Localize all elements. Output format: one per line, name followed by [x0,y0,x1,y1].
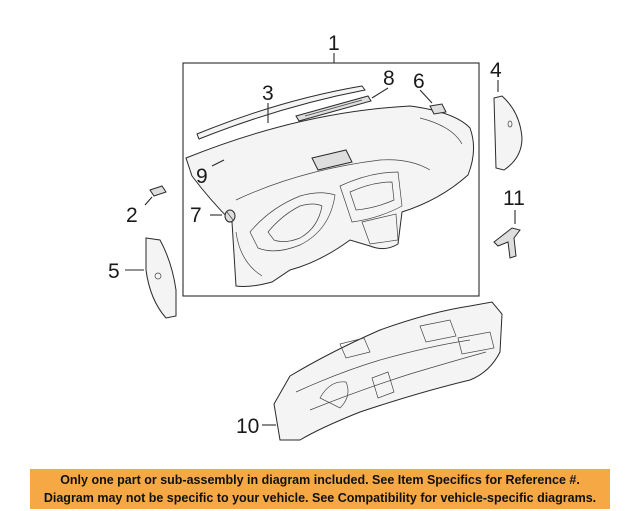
callout-7: 7 [190,204,202,227]
part-6-clip [429,103,447,115]
part-3-trim-strip [196,85,366,140]
notice-line-2: Diagram may not be specific to your vehi… [43,491,597,505]
callout-11: 11 [503,187,525,210]
part-4-end-cap [493,95,523,171]
leader-lines [125,80,516,426]
callout-8: 8 [383,67,395,90]
part-11-bracket [493,227,521,259]
parts-diagram: 1 2 3 4 5 6 7 8 9 10 11 [108,32,525,441]
part-8-defroster-grille [295,95,372,122]
callout-4: 4 [490,59,502,82]
notice-line-1: Only one part or sub-assembly in diagram… [60,473,580,487]
part-7-vent [224,209,236,223]
part-5-end-cap [145,237,177,319]
part-2-cap [149,185,167,197]
assembly-box [182,53,480,297]
instrument-panel [185,105,474,287]
part-10-substructure [273,301,503,441]
callout-5: 5 [108,260,120,283]
callout-6: 6 [413,70,425,93]
callout-10: 10 [236,415,259,438]
notice-banner: Only one part or sub-assembly in diagram… [30,469,610,509]
callout-3: 3 [262,82,274,105]
callout-9: 9 [196,165,208,188]
callout-labels: 1 2 3 4 5 6 7 8 9 10 11 [108,32,525,438]
callout-1: 1 [328,32,340,55]
callout-2: 2 [126,204,138,227]
